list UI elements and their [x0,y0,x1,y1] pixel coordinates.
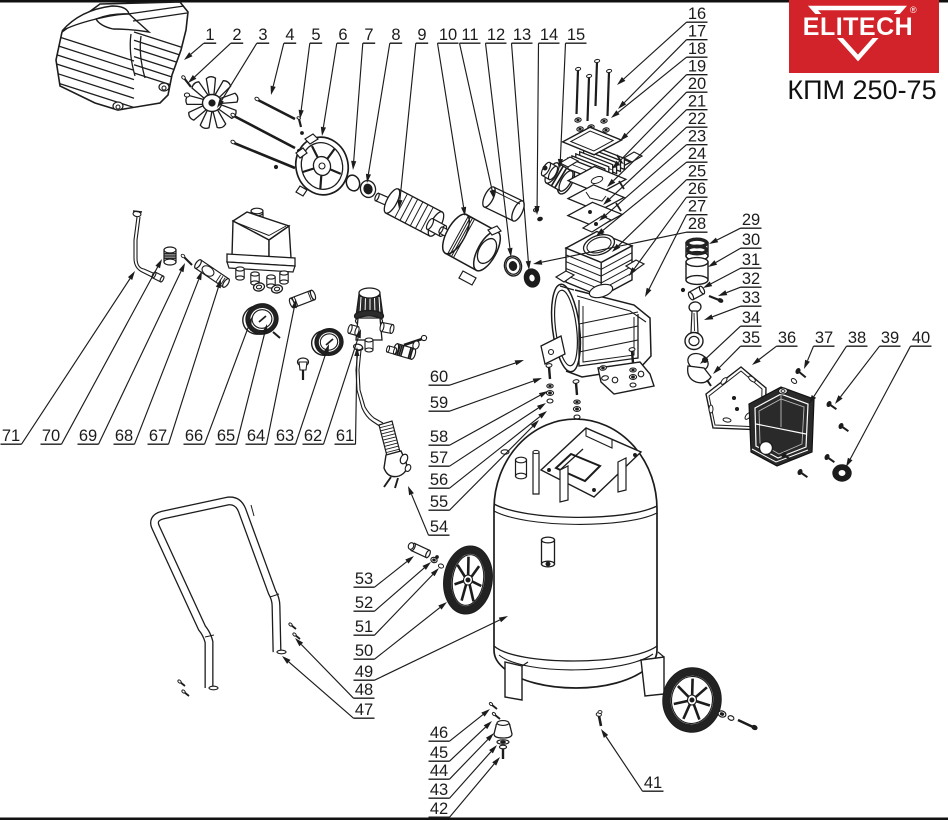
svg-text:66: 66 [185,427,203,445]
svg-text:28: 28 [688,215,706,233]
svg-text:®: ® [910,5,917,15]
svg-text:12: 12 [487,26,505,44]
svg-text:33: 33 [742,289,760,307]
svg-text:57: 57 [430,449,448,467]
svg-text:5: 5 [311,26,320,44]
svg-text:19: 19 [688,58,706,76]
svg-text:53: 53 [355,570,373,588]
svg-text:69: 69 [79,427,97,445]
svg-text:КПМ 250-75: КПМ 250-75 [787,75,936,105]
svg-text:50: 50 [355,642,373,660]
svg-text:22: 22 [688,110,706,128]
svg-text:38: 38 [848,329,866,347]
svg-text:30: 30 [742,231,760,249]
svg-text:55: 55 [430,493,448,511]
svg-text:42: 42 [430,800,448,818]
svg-text:2: 2 [232,26,241,44]
svg-text:62: 62 [304,427,322,445]
svg-text:8: 8 [391,26,400,44]
svg-text:39: 39 [881,329,899,347]
svg-text:65: 65 [217,427,235,445]
svg-text:16: 16 [688,5,706,23]
svg-text:36: 36 [778,329,796,347]
svg-text:59: 59 [430,394,448,412]
svg-text:4: 4 [285,26,294,44]
svg-text:52: 52 [355,594,373,612]
svg-text:3: 3 [258,26,267,44]
svg-text:29: 29 [742,211,760,229]
svg-text:67: 67 [149,427,167,445]
svg-text:51: 51 [355,618,373,636]
svg-text:54: 54 [430,518,448,536]
svg-text:15: 15 [567,26,585,44]
svg-text:40: 40 [912,329,930,347]
svg-text:60: 60 [430,368,448,386]
svg-text:18: 18 [688,40,706,58]
svg-text:20: 20 [688,75,706,93]
svg-text:71: 71 [2,427,20,445]
svg-text:24: 24 [688,145,706,163]
svg-text:34: 34 [742,309,760,327]
svg-text:27: 27 [688,198,706,216]
svg-text:46: 46 [430,724,448,742]
svg-text:1: 1 [205,26,214,44]
svg-text:6: 6 [338,26,347,44]
svg-text:64: 64 [247,427,265,445]
svg-text:7: 7 [364,26,373,44]
svg-text:41: 41 [644,774,662,792]
svg-text:68: 68 [115,427,133,445]
svg-text:35: 35 [742,329,760,347]
svg-text:17: 17 [688,23,706,41]
svg-text:13: 13 [513,26,531,44]
svg-text:26: 26 [688,180,706,198]
svg-text:48: 48 [355,681,373,699]
svg-text:45: 45 [430,744,448,762]
svg-text:ELITECH: ELITECH [803,13,913,41]
svg-text:32: 32 [742,270,760,288]
svg-text:49: 49 [355,663,373,681]
svg-text:21: 21 [688,93,706,111]
svg-text:10: 10 [439,26,457,44]
svg-text:11: 11 [461,26,478,44]
svg-text:23: 23 [688,128,706,146]
svg-text:61: 61 [336,427,354,445]
svg-text:31: 31 [742,251,760,269]
svg-text:44: 44 [430,762,448,780]
svg-text:14: 14 [540,26,558,44]
svg-text:56: 56 [430,471,448,489]
svg-text:63: 63 [276,427,294,445]
svg-text:70: 70 [42,427,60,445]
svg-text:58: 58 [430,428,448,446]
svg-text:37: 37 [815,329,833,347]
svg-text:43: 43 [430,781,448,799]
svg-text:25: 25 [688,163,706,181]
svg-text:47: 47 [355,701,373,719]
svg-text:9: 9 [417,26,426,44]
